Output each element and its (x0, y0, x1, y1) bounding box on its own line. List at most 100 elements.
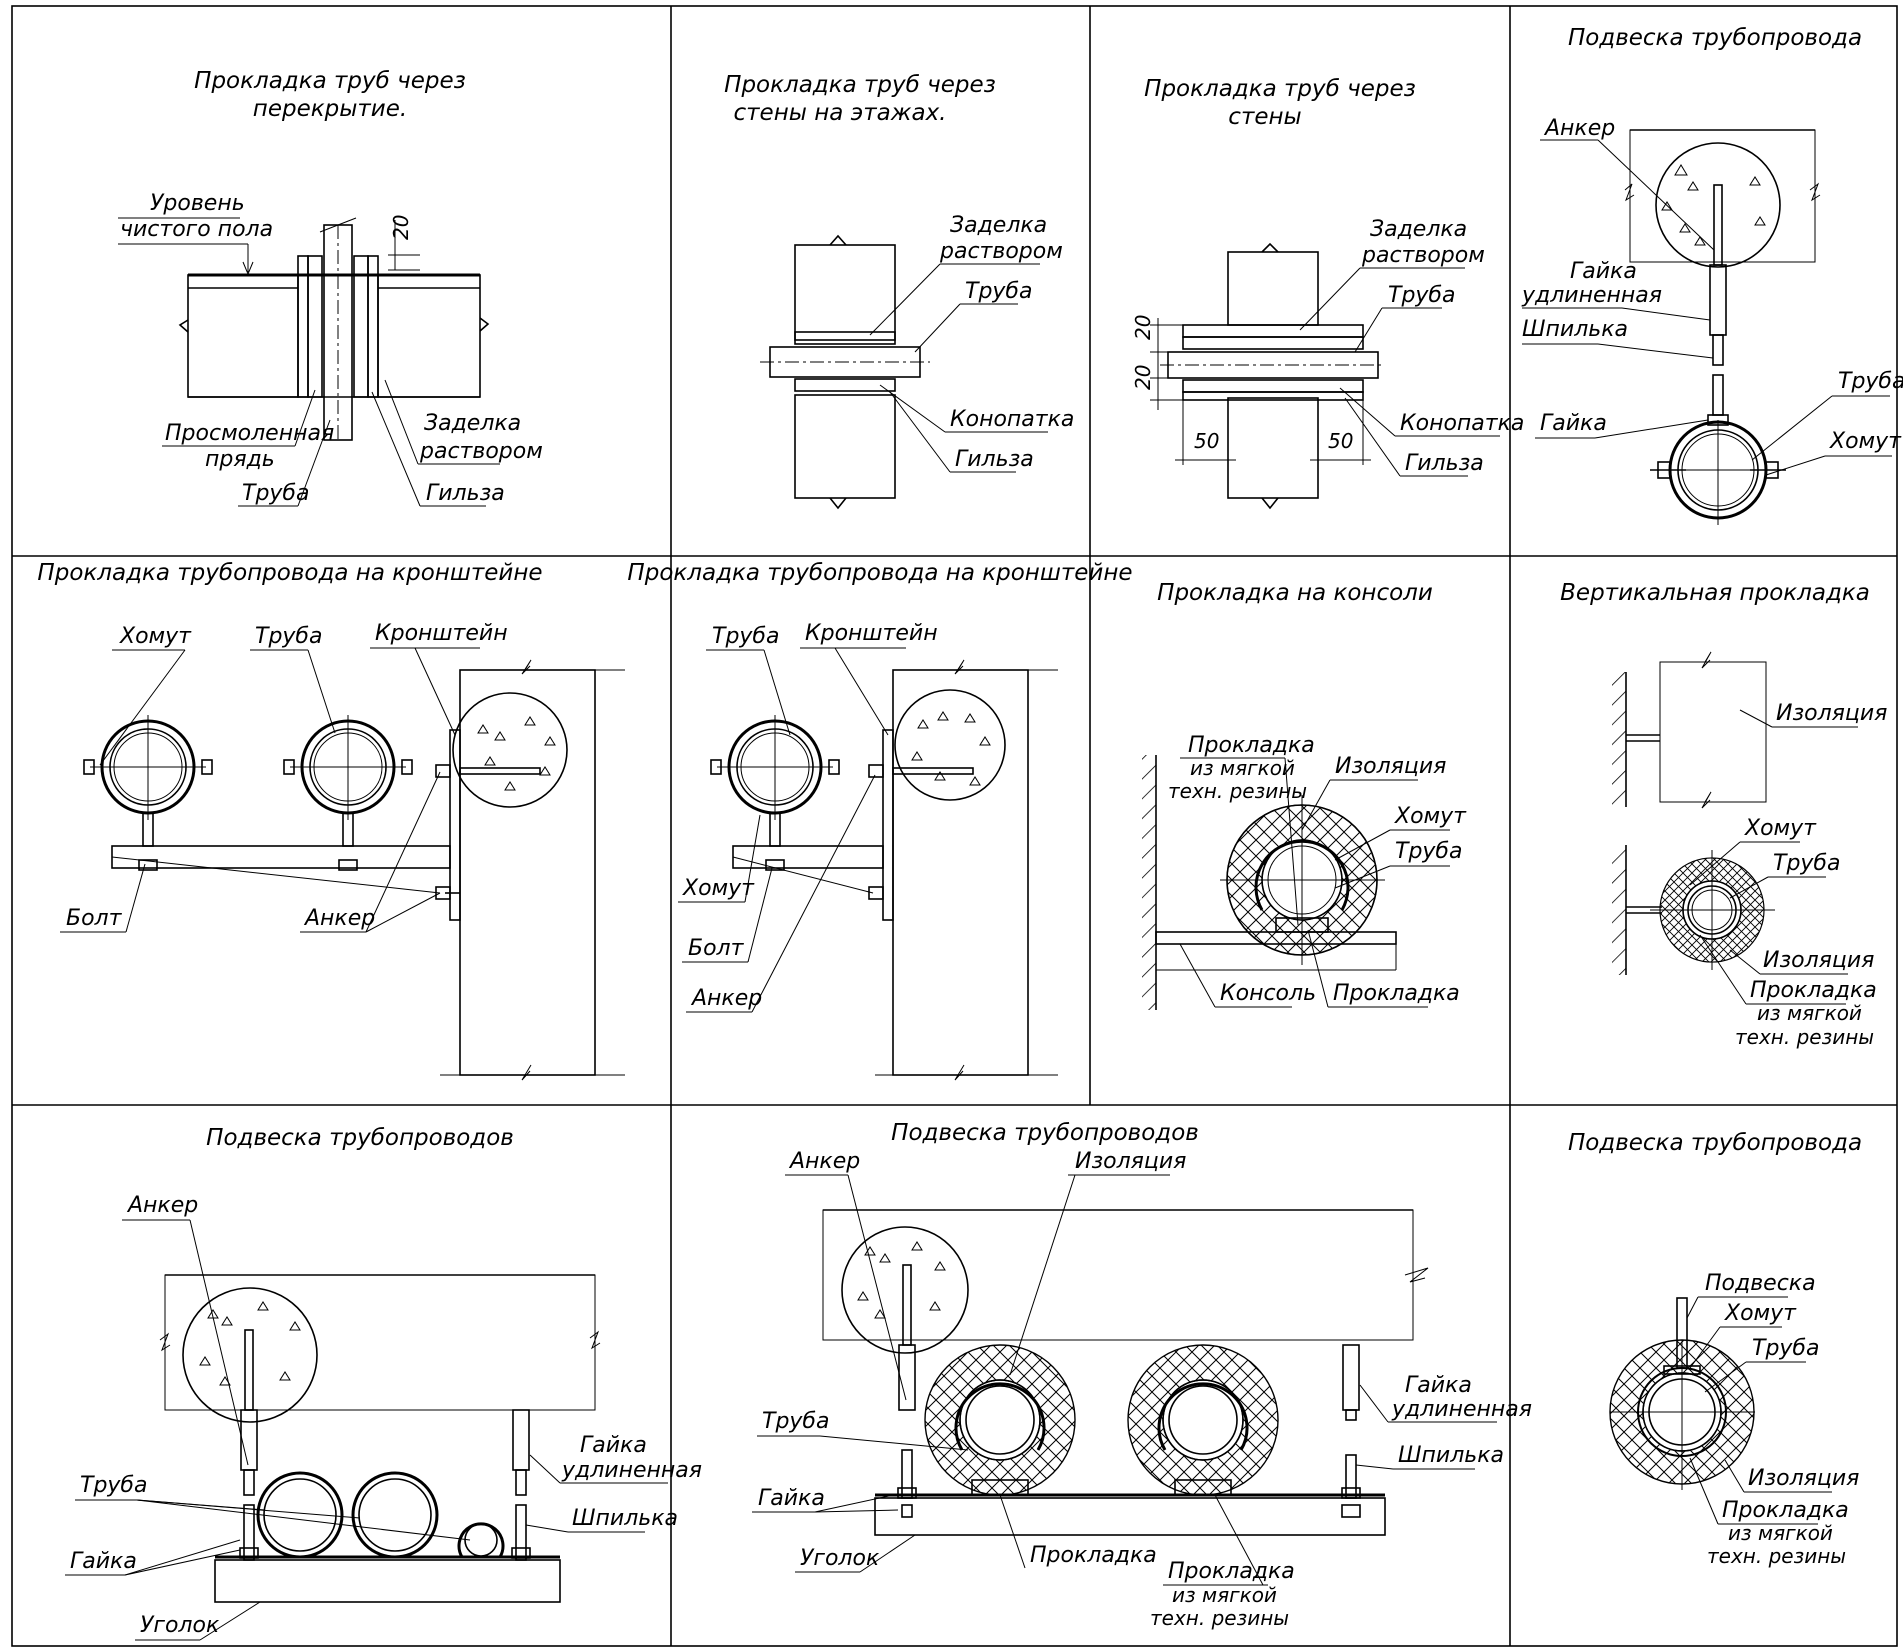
c10-label-pipe: Труба (762, 1409, 829, 1434)
c1-dim-20: 20 (389, 215, 413, 240)
c10-label-nut-long-1: Гайка (1405, 1373, 1472, 1398)
wall-lower (794, 394, 896, 499)
cell-floor-penetration: Прокладка труб через перекрытие. 20 Уров… (118, 68, 543, 507)
cell6-title: Прокладка трубопровода на кронштейне (627, 560, 1132, 586)
c10-label-pad-soft-3: техн. резины (1150, 1606, 1289, 1630)
c8-label-pad-2: из мягкой (1757, 1001, 1862, 1025)
nut-elongated-left (240, 1409, 258, 1471)
c2-label-seal-1: Заделка (950, 213, 1047, 238)
c11-label-pad-1: Прокладка (1722, 1498, 1849, 1523)
c11-label-insulation: Изоляция (1748, 1466, 1859, 1491)
c6-label-clamp: Хомут (682, 876, 755, 901)
cell5-title: Прокладка трубопровода на кронштейне (37, 560, 542, 586)
cell8-title: Вертикальная прокладка (1560, 580, 1870, 606)
c10-label-nut-long-2: удлиненная (1391, 1397, 1532, 1422)
c10-label-insulation: Изоляция (1075, 1149, 1186, 1174)
cell-bracket-1: Прокладка трубопровода на кронштейне Хом… (37, 560, 625, 1081)
c1-label-level-2: чистого пола (120, 217, 273, 242)
bracket-beam (111, 845, 451, 869)
c3-label-caulk: Конопатка (1400, 411, 1524, 436)
c9-label-nut-long-1: Гайка (580, 1433, 647, 1458)
strand-packing-right (353, 255, 369, 398)
caulk-lower (794, 378, 896, 392)
c8-label-pad-1: Прокладка (1750, 978, 1877, 1003)
caulk-upper (794, 331, 896, 345)
nut-elongated-right (512, 1409, 530, 1471)
c5-label-anchor: Анкер (303, 906, 375, 931)
anchor-bolt (892, 767, 974, 775)
c7-label-pad-2: из мягкой (1190, 756, 1295, 780)
stud-lower (1712, 374, 1724, 416)
c9-label-anchor: Анкер (126, 1193, 198, 1218)
c3-label-seal-1: Заделка (1370, 217, 1467, 242)
c4-label-pipe: Труба (1838, 369, 1903, 394)
c9-label-angle: Уголок (140, 1613, 220, 1638)
c11-label-hanger: Подвеска (1705, 1271, 1816, 1296)
cell-vertical: Вертикальная прокладка Изоляция Хомут Тр… (1560, 580, 1887, 1049)
nut-elongated-right (1342, 1344, 1360, 1411)
c11-label-pipe: Труба (1752, 1336, 1819, 1361)
c3-dim-50-right: 50 (1328, 429, 1353, 453)
c10-label-angle: Уголок (800, 1546, 880, 1571)
anchor-rod (902, 1264, 912, 1346)
c10-label-nut: Гайка (758, 1486, 825, 1511)
c10-label-pad-soft-1: Прокладка (1168, 1559, 1295, 1584)
sleeve-right (367, 255, 379, 398)
caulk-bottom (1182, 379, 1364, 393)
c11-label-pad-2: из мягкой (1728, 1521, 1833, 1545)
strand-packing-left (307, 255, 323, 398)
c1-label-strand-2: прядь (205, 447, 275, 472)
c7-label-pipe: Труба (1395, 839, 1462, 864)
c9-label-stud: Шпилька (572, 1506, 678, 1531)
cell11-title: Подвеска трубопровода (1568, 1130, 1862, 1156)
nut-elongated (1709, 264, 1727, 336)
sleeve-top (1182, 324, 1364, 338)
cell3-title-line1: Прокладка труб через (1144, 76, 1416, 102)
pipe-2 (351, 1471, 439, 1559)
c8-label-clamp: Хомут (1744, 816, 1817, 841)
sleeve-bottom (1182, 391, 1364, 401)
cell-wall-penetration: Прокладка труб через стены 20 20 50 50 З… (1131, 76, 1524, 510)
cell2-title-line1: Прокладка труб через (724, 72, 996, 98)
anchor-rod (244, 1329, 254, 1411)
c7-label-pad2: Прокладка (1333, 981, 1460, 1006)
stud (1712, 334, 1724, 366)
wall-lower (1227, 397, 1319, 499)
cell-hanger-multi-2: Подвеска трубопроводов Анкер Изоляция Га… (752, 1120, 1532, 1630)
c5-label-bolt: Болт (66, 906, 123, 931)
c4-label-nut-long-1: Гайка (1570, 259, 1637, 284)
sheet-grid (11, 5, 1898, 1647)
nut-elongated-left (898, 1344, 916, 1411)
cell1-title-line1: Прокладка труб через (194, 68, 466, 94)
c5-label-clamp: Хомут (119, 624, 192, 649)
c9-label-pipe: Труба (80, 1473, 147, 1498)
c1-label-seal-2: раствором (419, 439, 543, 464)
c7-label-clamp: Хомут (1394, 804, 1467, 829)
anchor-circle (894, 689, 1006, 801)
c10-label-stud: Шпилька (1398, 1443, 1504, 1468)
wall (892, 669, 1029, 1076)
wall-upper (794, 244, 896, 341)
wall-hatch-bottom (1612, 845, 1626, 975)
cell-pipe-hanger: Подвеска трубопровода Анкер Гайка удлине… (1521, 25, 1903, 525)
anchor-circle (841, 1226, 969, 1354)
c3-dim-20-bottom: 20 (1131, 365, 1155, 390)
pipe-1 (965, 1385, 1035, 1455)
c9-label-nut: Гайка (70, 1549, 137, 1574)
anchor-concrete-circle (1655, 142, 1781, 268)
cell3-title-line2: стены (1228, 104, 1301, 130)
cell10-title: Подвеска трубопроводов (891, 1120, 1199, 1146)
cell-wall-penetration-floors: Прокладка труб через стены на этажах. За… (724, 72, 1074, 510)
insulated-section (1659, 661, 1767, 803)
c5-label-pipe: Труба (255, 624, 322, 649)
ceiling-beam (164, 1274, 596, 1411)
sleeve-left (297, 255, 309, 398)
c8-label-pipe: Труба (1773, 851, 1840, 876)
c3-dim-50-left: 50 (1194, 429, 1219, 453)
c2-label-pipe: Труба (965, 279, 1032, 304)
c11-label-clamp: Хомут (1724, 1301, 1797, 1326)
anchor-circle (182, 1287, 318, 1423)
pipe-2 (1168, 1385, 1238, 1455)
wall-upper (1227, 251, 1319, 326)
c4-label-nut: Гайка (1540, 411, 1607, 436)
